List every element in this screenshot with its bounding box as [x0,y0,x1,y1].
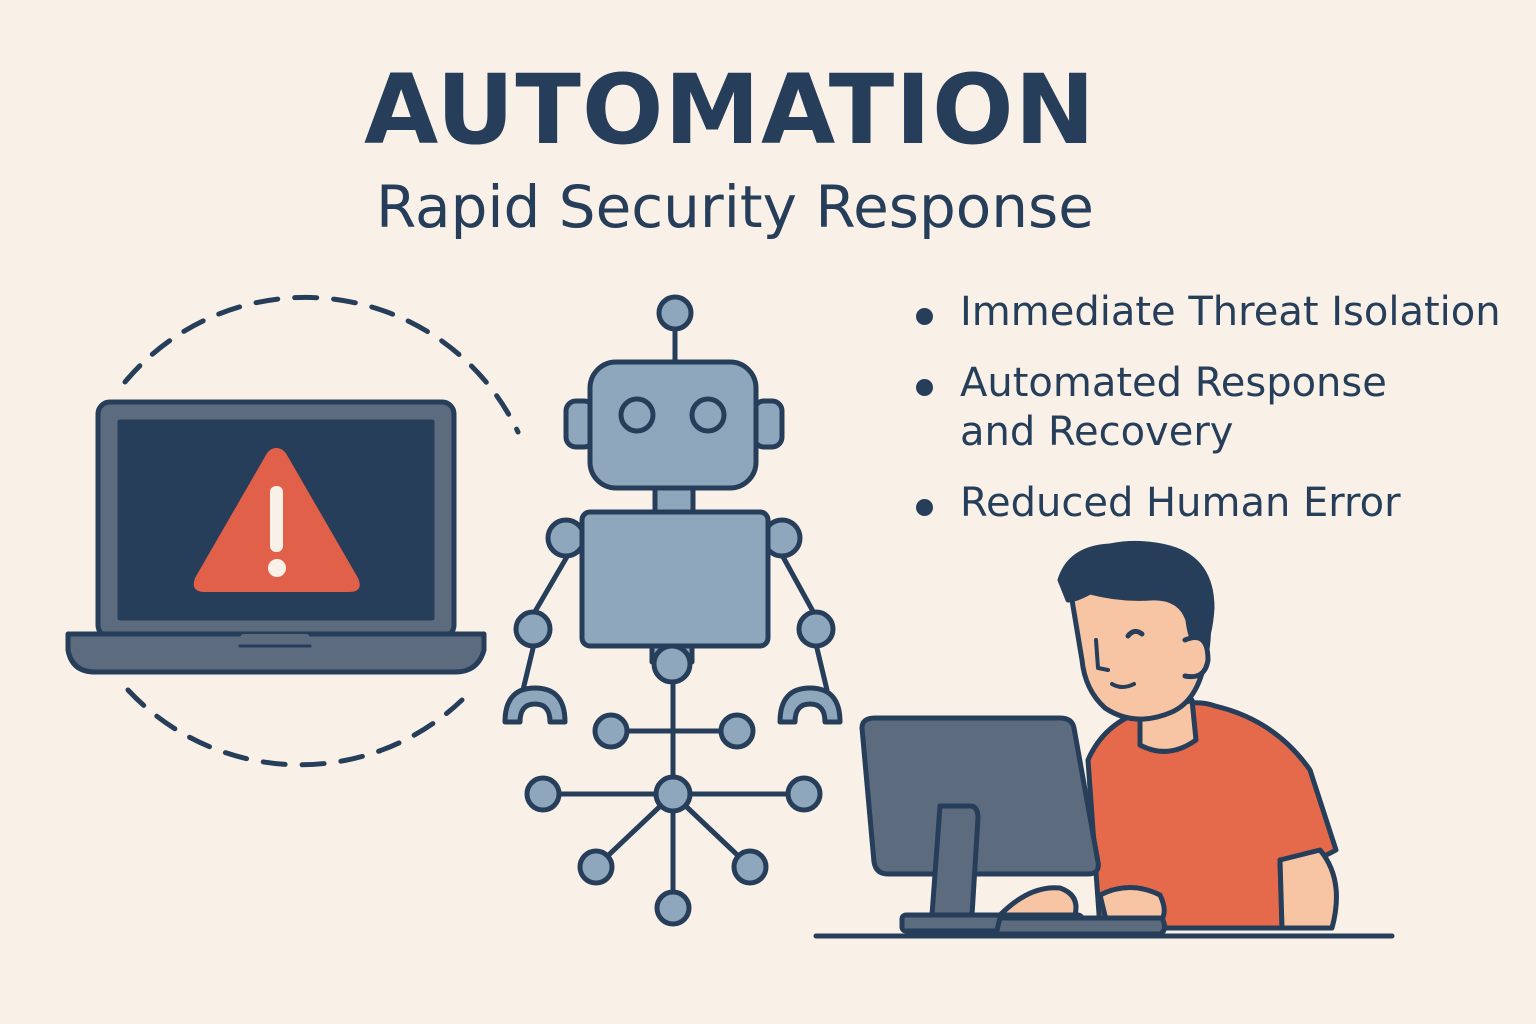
feature-item: Reduced Human Error [912,479,1512,528]
page-subtitle: Rapid Security Response [376,173,1094,241]
person-icon [997,540,1339,931]
feature-list: Immediate Threat Isolation Automated Res… [912,288,1512,550]
dashed-circle-bottom [125,687,465,768]
feature-item: Automated Response and Recovery [912,359,1400,457]
network-icon [524,679,823,927]
warning-icon [193,448,360,592]
keyboard-icon [993,915,1168,937]
feature-item: Immediate Threat Isolation [912,288,1512,337]
dashed-circle-top [122,294,521,435]
robot-icon [502,294,843,725]
page-title: AUTOMATION [364,54,1096,166]
monitor-icon [859,715,1101,934]
